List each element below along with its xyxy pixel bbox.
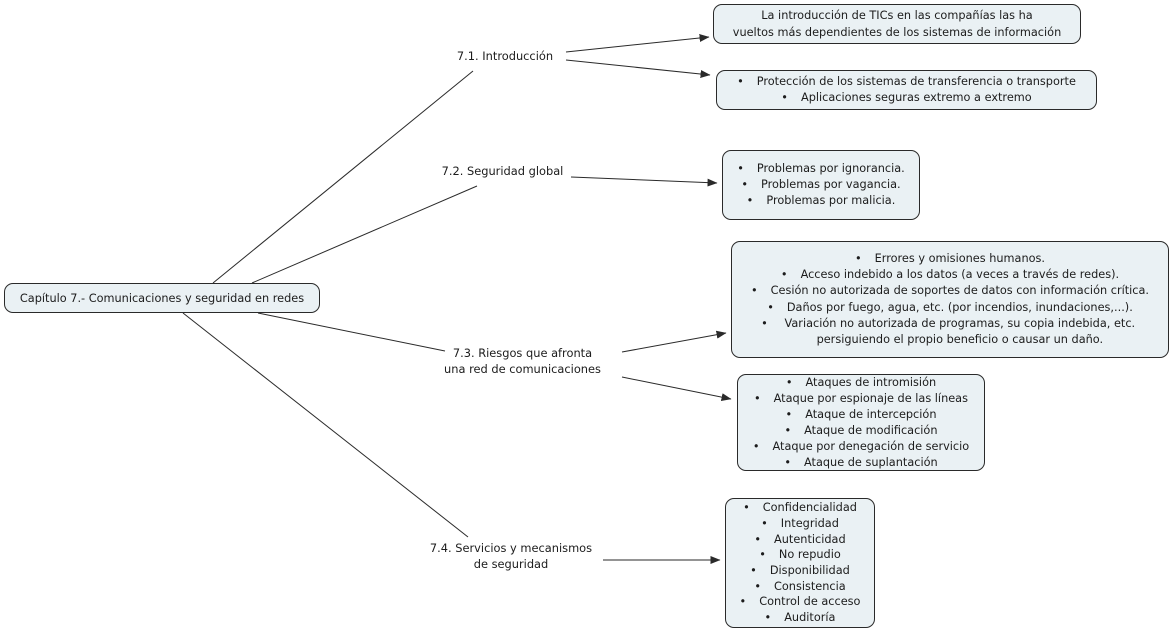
list-item: •No repudio [759, 548, 841, 562]
list-item: •Ataque por espionaje de las líneas [753, 391, 968, 405]
bullet-icon: • [737, 161, 744, 175]
arrow-73-attacks [621, 376, 732, 402]
list-item: •Auditoría [764, 611, 836, 625]
bullet-icon: • [752, 439, 760, 453]
bullet-icon: • [741, 177, 749, 191]
bullet-icon: • [754, 532, 762, 546]
bullet-icon: • [750, 564, 757, 577]
bullet-icon: • [737, 74, 744, 88]
list-item: •Variación no autorizada de programas, s… [761, 316, 1136, 346]
list-item: •Errores y omisiones humanos. [738, 251, 1162, 267]
box-attack-types[interactable]: •Ataques de intromisión •Ataque por espi… [737, 374, 985, 471]
list-item: •Daños por fuego, agua, etc. (por incend… [738, 300, 1162, 316]
list-item: •Autenticidad [754, 532, 846, 546]
section-label-text: de seguridad [473, 556, 549, 571]
bullet-icon: • [785, 407, 793, 421]
section-label-71[interactable]: 7.1. Introducción [440, 49, 570, 65]
statement-line: vueltos más dependientes de los sistemas… [732, 26, 1062, 39]
list-item: •Problemas por ignorancia. [729, 161, 913, 177]
list-item: •Problemas por malicia. [729, 193, 913, 209]
section-label-72[interactable]: 7.2. Seguridad global [435, 164, 570, 180]
list-item: •Cesión no autorizada de soportes de dat… [738, 283, 1162, 299]
list-item: •Consistencia [754, 579, 846, 593]
list-item: •Control de acceso [739, 595, 861, 609]
bullet-icon: • [759, 548, 766, 562]
section-label-73[interactable]: 7.3. Riesgos que afronta una red de comu… [420, 346, 625, 377]
box-network-risks[interactable]: •Errores y omisiones humanos. •Acceso in… [731, 241, 1169, 358]
bullet-icon: • [784, 423, 792, 437]
bullet-icon: • [761, 316, 768, 330]
box-intro-statement[interactable]: La introducción de TICs en las compañías… [713, 4, 1081, 44]
list-item: •Integridad [761, 516, 839, 530]
section-label-text: 7.2. Seguridad global [441, 164, 564, 178]
root-node[interactable]: Capítulo 7.- Comunicaciones y seguridad … [4, 283, 320, 313]
box-intro-protection[interactable]: •Protección de los sistemas de transfere… [716, 70, 1097, 110]
arrow-71-protection [565, 59, 711, 78]
bullet-icon: • [785, 375, 793, 389]
list-item: •Problemas por vagancia. [729, 177, 913, 193]
connector-root-72 [251, 185, 478, 284]
list-item: •Disponibilidad [750, 564, 850, 577]
list-item: •Ataque de modificación [784, 423, 938, 437]
arrow-73-risks [621, 330, 727, 353]
connector-root-71 [212, 70, 474, 284]
bullet-icon: • [746, 194, 754, 208]
statement-line: La introducción de TICs en las compañías… [761, 9, 1033, 22]
bullet-icon: • [767, 300, 774, 314]
bullet-icon: • [750, 284, 758, 298]
list-item: •Protección de los sistemas de transfere… [723, 74, 1090, 90]
list-item: •Ataques de intromisión [785, 375, 937, 389]
connector-root-74 [182, 312, 469, 538]
root-node-label: Capítulo 7.- Comunicaciones y seguridad … [19, 291, 305, 305]
section-label-text: 7.3. Riesgos que afronta [452, 346, 593, 360]
bullet-icon: • [739, 595, 747, 609]
section-label-text: 7.4. Servicios y mecanismos [429, 541, 593, 555]
section-label-text: 7.1. Introducción [456, 49, 554, 63]
box-security-services[interactable]: •Confidencialidad •Integridad •Autentici… [725, 498, 875, 628]
bullet-icon: • [781, 91, 788, 104]
bullet-icon: • [743, 501, 750, 515]
bullet-icon: • [854, 251, 862, 265]
section-label-text: una red de comunicaciones [444, 361, 601, 376]
arrow-71-statement [565, 34, 710, 53]
bullet-icon: • [764, 611, 772, 625]
list-item: •Ataque por denegación de servicio [752, 439, 970, 453]
bullet-icon: • [780, 268, 788, 282]
connector-root-73 [257, 312, 446, 352]
list-item: •Ataque de intercepción [785, 407, 937, 421]
arrow-72-problems [570, 176, 718, 187]
bullet-icon: • [753, 391, 761, 405]
bullet-icon: • [754, 579, 761, 593]
bullet-icon: • [761, 516, 768, 530]
list-item: •Ataque de suplantación [784, 455, 938, 469]
section-label-74[interactable]: 7.4. Servicios y mecanismos de seguridad [412, 541, 610, 572]
list-item: •Confidencialidad [743, 501, 857, 515]
bullet-icon: • [784, 455, 791, 469]
box-global-problems[interactable]: •Problemas por ignorancia. •Problemas po… [722, 150, 920, 220]
list-item: •Acceso indebido a los datos (a veces a … [738, 267, 1162, 283]
list-item: •Aplicaciones seguras extremo a extremo [723, 90, 1090, 106]
